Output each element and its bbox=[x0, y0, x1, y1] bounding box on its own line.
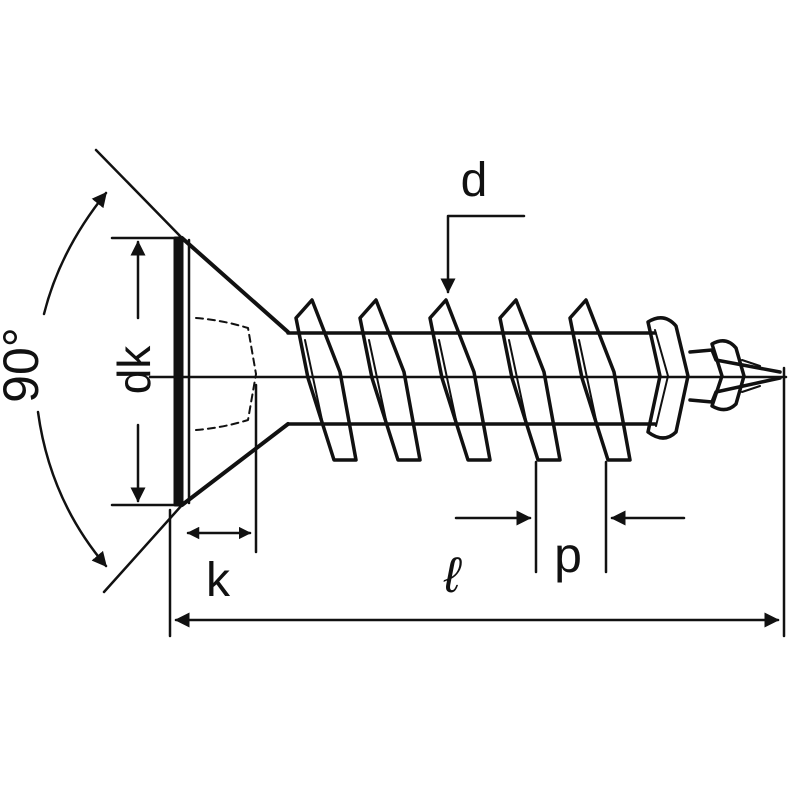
p-dimension bbox=[454, 460, 686, 574]
length-dimension bbox=[168, 366, 786, 638]
screw-threads bbox=[294, 298, 632, 462]
d-label: d bbox=[461, 154, 488, 207]
angle-label: 90° bbox=[0, 327, 49, 403]
k-label: k bbox=[206, 554, 231, 607]
screw-shank bbox=[286, 331, 657, 426]
dk-dimension bbox=[110, 236, 176, 507]
length-label: ℓ bbox=[443, 547, 462, 603]
p-label: p bbox=[554, 527, 582, 583]
screw-head bbox=[173, 236, 290, 507]
d-leader bbox=[440, 214, 526, 294]
k-dimension bbox=[186, 383, 258, 554]
dk-label: dk bbox=[108, 345, 160, 395]
